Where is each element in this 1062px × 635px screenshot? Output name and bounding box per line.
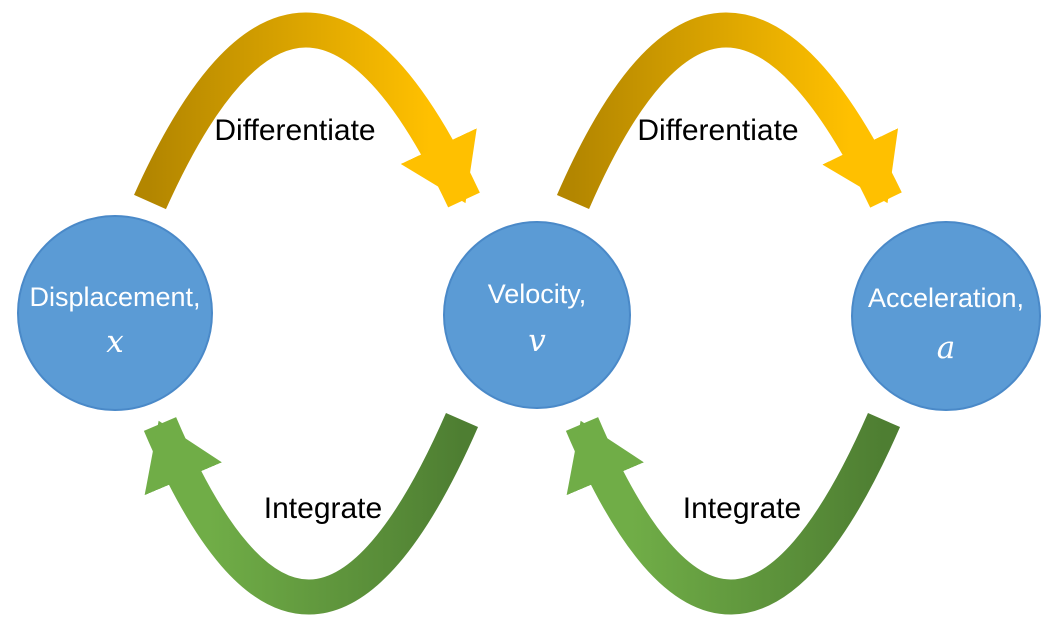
displacement-node bbox=[17, 215, 213, 411]
velocity-node bbox=[443, 221, 631, 409]
velocity-node-symbol: v bbox=[528, 323, 546, 359]
displacement-node-label: Displacement, bbox=[29, 282, 200, 312]
integrate-arrow-acceleration-to-velocity bbox=[565, 412, 901, 615]
integrate-arrow-velocity-to-displacement bbox=[143, 412, 479, 615]
differentiate-arrow-displacement-to-velocity bbox=[134, 12, 480, 210]
differentiate-label-1: Differentiate bbox=[214, 114, 375, 147]
displacement-node-symbol: x bbox=[106, 324, 124, 360]
differentiate-arrow-velocity-to-acceleration bbox=[556, 12, 902, 209]
integrate-label-1: Integrate bbox=[264, 492, 382, 525]
differentiate-label-2: Differentiate bbox=[637, 114, 798, 147]
velocity-node-label: Velocity, bbox=[488, 279, 587, 309]
acceleration-node-label: Acceleration, bbox=[868, 283, 1024, 313]
acceleration-node bbox=[851, 221, 1041, 411]
integrate-label-2: Integrate bbox=[683, 492, 801, 525]
acceleration-node-symbol: a bbox=[937, 330, 955, 366]
